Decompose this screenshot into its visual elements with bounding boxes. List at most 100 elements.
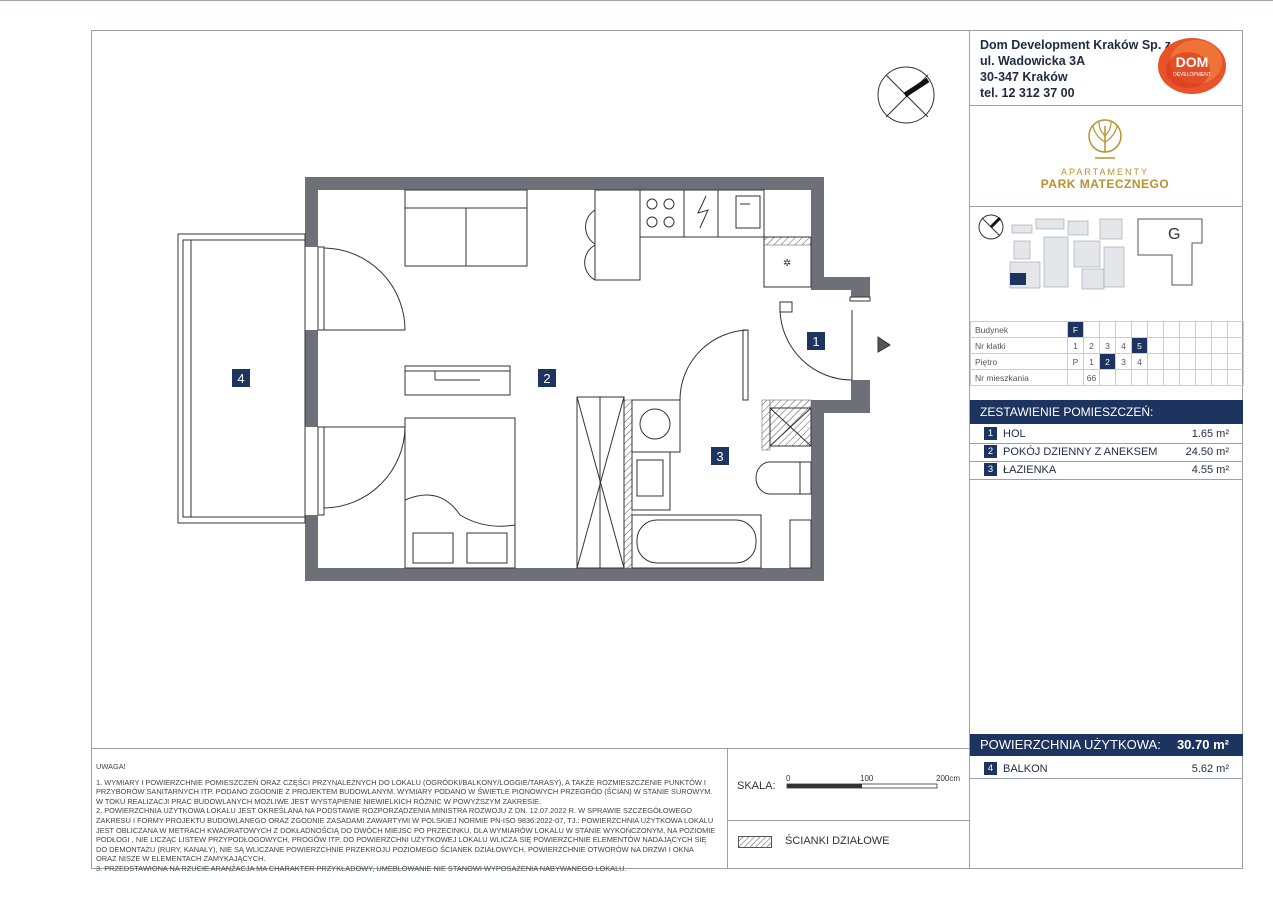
usable-area-value: 30.70 m² — [1176, 737, 1229, 752]
sheet-frame — [91, 30, 1243, 869]
notes-block: UWAGA! 1. WYMIARY I POWIERZCHNIE POMIESZ… — [96, 762, 716, 874]
balcony — [177, 233, 306, 524]
grid-cell: 2 — [1083, 337, 1100, 354]
svg-text:0: 0 — [786, 774, 791, 783]
grid-cell: 3 — [1115, 353, 1132, 370]
grid-cell: 66 — [1083, 369, 1100, 386]
grid-cell — [1211, 337, 1228, 354]
partition-legend-label: ŚCIANKI DZIAŁOWE — [785, 835, 890, 847]
grid-cell — [1099, 369, 1116, 386]
grid-cell — [1211, 353, 1228, 370]
room-4-label: 4 — [237, 371, 244, 386]
grid-cell — [1179, 353, 1196, 370]
usable-area-bar: POWIERZCHNIA UŻYTKOWA: 30.70 m² — [970, 734, 1243, 756]
company-street: ul. Wadowicka 3A — [980, 54, 1086, 68]
grid-cell — [1195, 337, 1212, 354]
park-matecznego-logo: APARTAMENTY PARK MATECZNEGO — [1040, 118, 1170, 191]
scale-bar: 0 100 200cm — [786, 774, 960, 789]
grid-cell — [1163, 337, 1180, 354]
grid-cell: 2 — [1099, 353, 1116, 370]
company-name: Dom Development Kraków Sp. z o.o. — [980, 38, 1197, 52]
panel-divider — [969, 30, 970, 869]
grid-cell: 4 — [1115, 337, 1132, 354]
grid-cell — [1147, 321, 1164, 338]
grid-cell — [1083, 321, 1100, 338]
grid-row-label: Budynek — [970, 321, 1068, 338]
room-1-label: 1 — [812, 334, 819, 349]
tree-icon — [1088, 119, 1122, 159]
svg-text:DOM: DOM — [1176, 54, 1209, 70]
grid-cell — [1179, 337, 1196, 354]
grid-cell: P — [1067, 353, 1084, 370]
svg-text:G: G — [1168, 226, 1180, 243]
grid-cell — [1179, 321, 1196, 338]
company-city: 30-347 Kraków — [980, 70, 1068, 84]
grid-row-label: Piętro — [970, 353, 1068, 370]
grid-cell — [1115, 369, 1132, 386]
grid-cell — [1147, 369, 1164, 386]
grid-cell — [1147, 337, 1164, 354]
header-divider — [970, 105, 1243, 106]
summary-title: ZESTAWIENIE POMIESZCZEŃ: — [970, 400, 1243, 424]
park-logo-line2: PARK MATECZNEGO — [1040, 177, 1170, 191]
grid-cell — [1163, 321, 1180, 338]
grid-cell — [1179, 369, 1196, 386]
north-compass-icon — [877, 66, 935, 124]
grid-cell: 5 — [1131, 337, 1148, 354]
svg-text:✲: ✲ — [783, 258, 791, 269]
grid-cell: F — [1067, 321, 1084, 338]
notes-text: 1. WYMIARY I POWIERZCHNIE POMIESZCZEŃ OR… — [96, 777, 716, 873]
grid-cell — [1131, 369, 1148, 386]
grid-cell — [1195, 369, 1212, 386]
grid-cell — [1131, 321, 1148, 338]
minimap-compass-icon — [978, 214, 1004, 240]
grid-row: Nr mieszkania 66 — [970, 369, 1244, 386]
grid-cell — [1227, 353, 1244, 370]
grid-cell — [1211, 369, 1228, 386]
grid-cell — [1099, 321, 1116, 338]
building-g-outline — [1137, 218, 1203, 286]
room-2-label: 2 — [543, 371, 550, 386]
grid-cell — [1211, 321, 1228, 338]
grid-cell — [1067, 369, 1084, 386]
grid-cell: 4 — [1131, 353, 1148, 370]
park-logo-line1: APARTAMENTY — [1060, 167, 1149, 177]
grid-cell — [1195, 321, 1212, 338]
logo-divider — [970, 206, 1243, 207]
grid-cell — [1115, 321, 1132, 338]
sofa — [404, 189, 528, 267]
grid-cell: 1 — [1067, 337, 1084, 354]
grid-row-label: Nr klatki — [970, 337, 1068, 354]
grid-row-label: Nr mieszkania — [970, 369, 1068, 386]
scale-divider — [727, 749, 728, 869]
dom-development-logo: DOM DEVELOPMENT — [1158, 38, 1226, 94]
grid-cell — [1195, 353, 1212, 370]
bathroom-fixtures — [631, 399, 812, 569]
notes-divider — [91, 748, 970, 749]
grid-cell — [1147, 353, 1164, 370]
room-3-label: 3 — [716, 449, 723, 464]
svg-text:200cm: 200cm — [936, 774, 960, 783]
floor-plan: ✲ — [177, 66, 935, 581]
usable-area-label: POWIERZCHNIA UŻYTKOWA: — [980, 737, 1161, 752]
bed — [404, 417, 516, 569]
site-minimap: G — [978, 214, 1203, 290]
grid-cell: 3 — [1099, 337, 1116, 354]
svg-text:DEVELOPMENT: DEVELOPMENT — [1173, 72, 1211, 78]
scale-divider-h — [728, 820, 970, 821]
grid-cell — [1227, 369, 1244, 386]
svg-text:100: 100 — [860, 774, 874, 783]
grid-cell — [1163, 353, 1180, 370]
wardrobe — [576, 396, 625, 569]
scale-label: SKALA: — [737, 780, 776, 792]
company-phone: tel. 12 312 37 00 — [980, 86, 1075, 100]
grid-cell — [1227, 337, 1244, 354]
